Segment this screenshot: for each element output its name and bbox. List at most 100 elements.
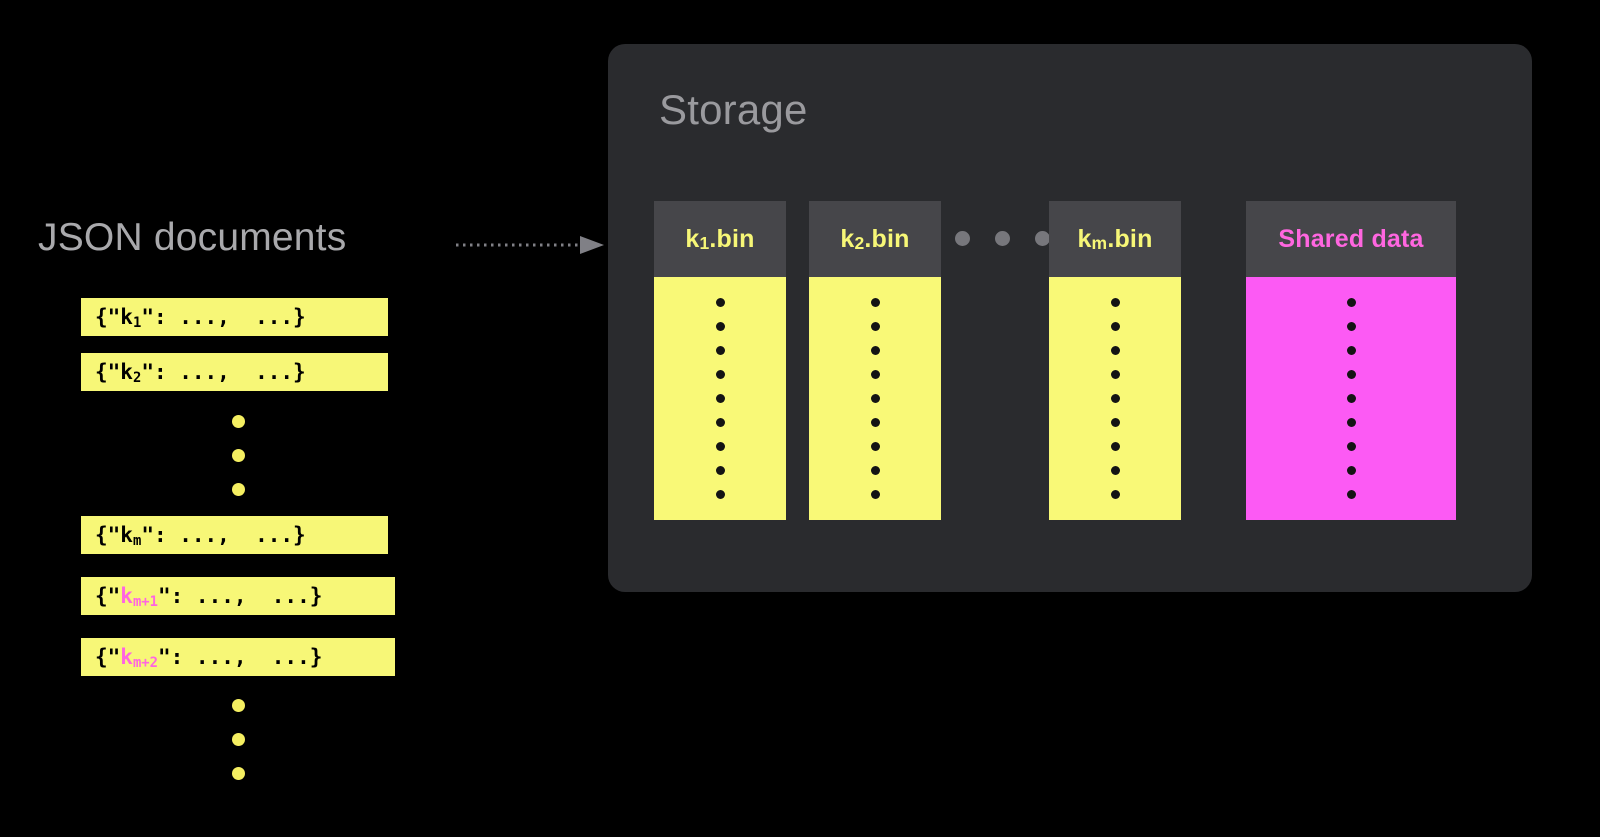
record-dot bbox=[715, 466, 725, 475]
storage-bin-shared-data[interactable]: Shared data bbox=[1246, 201, 1456, 520]
ellipsis-dot bbox=[955, 231, 970, 246]
record-dot bbox=[870, 298, 880, 307]
storage-bin-body bbox=[809, 277, 941, 520]
record-dot bbox=[1346, 418, 1356, 427]
json-doc-key-letter: k bbox=[120, 645, 133, 669]
record-dot bbox=[1346, 346, 1356, 355]
ellipsis-dot bbox=[232, 415, 245, 428]
record-dot bbox=[870, 370, 880, 379]
arrow-head bbox=[580, 236, 604, 254]
ellipsis-dot bbox=[995, 231, 1010, 246]
json-doc-prefix: {" bbox=[95, 305, 121, 329]
storage-bin-body bbox=[1049, 277, 1181, 520]
json-document-box: {"k2": ..., ...} bbox=[81, 353, 388, 391]
record-dot bbox=[870, 490, 880, 499]
storage-bin-body bbox=[654, 277, 786, 520]
json-doc-prefix: {" bbox=[95, 584, 121, 608]
json-document-box: {"km+1": ..., ...} bbox=[81, 577, 395, 615]
json-doc-suffix: ": ..., ...} bbox=[141, 523, 306, 547]
json-doc-key-subscript: m bbox=[132, 533, 142, 550]
storage-bin-extension: .bin bbox=[709, 224, 755, 253]
record-dot bbox=[715, 442, 725, 451]
json-doc-key: km+2 bbox=[120, 645, 158, 672]
json-doc-prefix: {" bbox=[95, 645, 121, 669]
json-doc-key-letter: k bbox=[120, 584, 133, 608]
json-doc-prefix: {" bbox=[95, 360, 121, 384]
storage-bin-header: Shared data bbox=[1246, 201, 1456, 277]
record-dot bbox=[1110, 490, 1120, 499]
storage-bin-extension: .bin bbox=[1107, 224, 1153, 253]
record-dot bbox=[870, 322, 880, 331]
record-dot bbox=[715, 298, 725, 307]
record-dot bbox=[870, 346, 880, 355]
json-document-box: {"k1": ..., ...} bbox=[81, 298, 388, 336]
record-dot bbox=[715, 490, 725, 499]
json-documents-section: JSON documents {"k1": ..., ...} {"k2": .… bbox=[0, 0, 600, 837]
storage-bin-extension: .bin bbox=[864, 224, 910, 253]
record-dot bbox=[1110, 298, 1120, 307]
storage-bin-name: Shared data bbox=[1278, 224, 1424, 253]
json-documents-middle-ellipsis bbox=[232, 415, 245, 496]
storage-bin-body bbox=[1246, 277, 1456, 520]
storage-bins-ellipsis bbox=[955, 231, 1050, 246]
record-dot bbox=[1110, 466, 1120, 475]
json-documents-title: JSON documents bbox=[38, 216, 347, 259]
record-dot bbox=[1110, 346, 1120, 355]
record-dot bbox=[870, 418, 880, 427]
record-dot bbox=[715, 370, 725, 379]
json-doc-key-subscript: m+1 bbox=[132, 594, 158, 611]
json-doc-prefix: {" bbox=[95, 523, 121, 547]
storage-title: Storage bbox=[659, 86, 808, 133]
json-doc-key: k1 bbox=[120, 305, 142, 332]
json-doc-suffix: ": ..., ...} bbox=[158, 645, 323, 669]
storage-bin-name: k bbox=[1077, 224, 1092, 253]
json-doc-key-subscript: m+2 bbox=[132, 655, 158, 672]
record-dot bbox=[1110, 394, 1120, 403]
record-dot bbox=[1346, 490, 1356, 499]
record-dot bbox=[1346, 370, 1356, 379]
json-doc-key-letter: k bbox=[120, 523, 133, 547]
record-dot bbox=[1346, 442, 1356, 451]
record-dot bbox=[1346, 322, 1356, 331]
json-doc-key-subscript: 2 bbox=[132, 370, 142, 387]
record-dot bbox=[715, 418, 725, 427]
record-dot bbox=[1346, 466, 1356, 475]
json-doc-key: km bbox=[120, 523, 142, 550]
record-dot bbox=[715, 322, 725, 331]
record-dot bbox=[715, 394, 725, 403]
json-doc-suffix: ": ..., ...} bbox=[141, 305, 306, 329]
json-doc-suffix: ": ..., ...} bbox=[158, 584, 323, 608]
record-dot bbox=[1346, 298, 1356, 307]
storage-bin-name: k bbox=[685, 224, 700, 253]
json-doc-suffix: ": ..., ...} bbox=[141, 360, 306, 384]
record-dot bbox=[1110, 418, 1120, 427]
json-doc-key-letter: k bbox=[120, 305, 133, 329]
record-dot bbox=[870, 442, 880, 451]
ellipsis-dot bbox=[1035, 231, 1050, 246]
json-doc-key-subscript: 1 bbox=[132, 315, 142, 332]
record-dot bbox=[1110, 322, 1120, 331]
record-dot bbox=[1346, 394, 1356, 403]
record-dot bbox=[715, 346, 725, 355]
json-documents-bottom-ellipsis bbox=[232, 699, 245, 780]
json-doc-key: km+1 bbox=[120, 584, 158, 611]
record-dot bbox=[870, 394, 880, 403]
storage-bin-name: k bbox=[840, 224, 855, 253]
ellipsis-dot bbox=[232, 767, 245, 780]
record-dot bbox=[1110, 370, 1120, 379]
json-doc-key: k2 bbox=[120, 360, 142, 387]
json-doc-key-letter: k bbox=[120, 360, 133, 384]
json-document-box: {"km": ..., ...} bbox=[81, 516, 388, 554]
ellipsis-dot bbox=[232, 699, 245, 712]
json-document-box: {"km+2": ..., ...} bbox=[81, 638, 395, 676]
ellipsis-dot bbox=[232, 483, 245, 496]
ellipsis-dot bbox=[232, 733, 245, 746]
flow-arrow-icon bbox=[456, 236, 604, 254]
